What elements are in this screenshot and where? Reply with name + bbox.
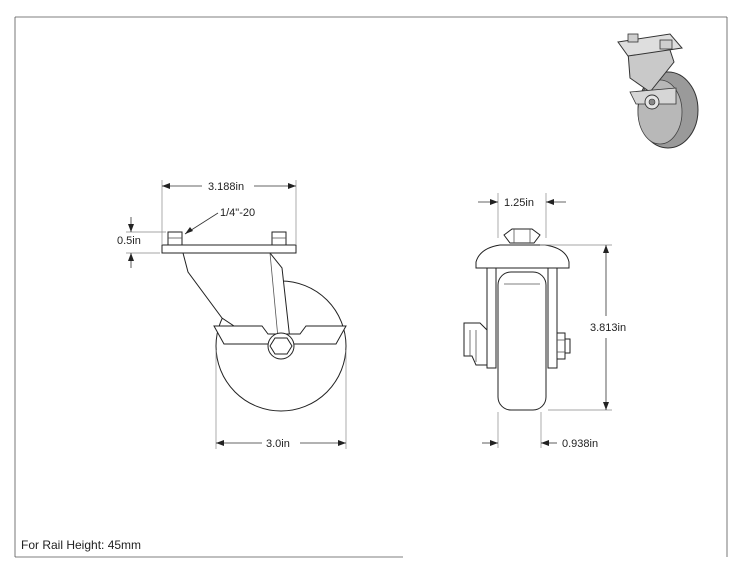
front-view-brake	[463, 322, 488, 366]
front-view: 1.25in 3.813in 0.938in	[463, 193, 626, 450]
dim-offset-label: 0.938in	[562, 438, 598, 450]
dim-thread-leader	[184, 212, 219, 235]
rail-height-note: For Rail Height: 45mm	[21, 538, 141, 552]
dim-wheel-diameter-label: 3.0in	[266, 438, 290, 450]
dim-plate-width	[161, 180, 297, 244]
dim-offset	[482, 412, 557, 448]
dim-overall-height-label: 3.813in	[590, 322, 626, 334]
side-view: 3.188in 1/4"-20 0.5in 3.0in	[117, 180, 347, 450]
front-view-top-plate	[475, 244, 570, 269]
front-view-axle-nut	[556, 332, 571, 360]
side-view-bolts	[167, 231, 287, 246]
dim-overall-height	[540, 244, 612, 411]
front-view-kingpin	[503, 228, 541, 244]
dim-plate-height	[126, 217, 166, 268]
side-view-top-plate	[161, 244, 297, 254]
front-view-wheel	[497, 271, 547, 411]
dim-wheel-width-label: 1.25in	[504, 197, 534, 209]
dim-plate-height-label: 0.5in	[117, 235, 141, 247]
isometric-preview	[617, 33, 699, 149]
dim-thread-label: 1/4"-20	[220, 207, 255, 219]
sheet-border	[14, 16, 728, 558]
front-view-fork-right	[547, 267, 558, 369]
dim-wheel-width	[478, 193, 566, 238]
front-view-fork-left	[486, 267, 497, 369]
dim-wheel-diameter	[215, 350, 347, 449]
dim-plate-width-label: 3.188in	[208, 181, 244, 193]
